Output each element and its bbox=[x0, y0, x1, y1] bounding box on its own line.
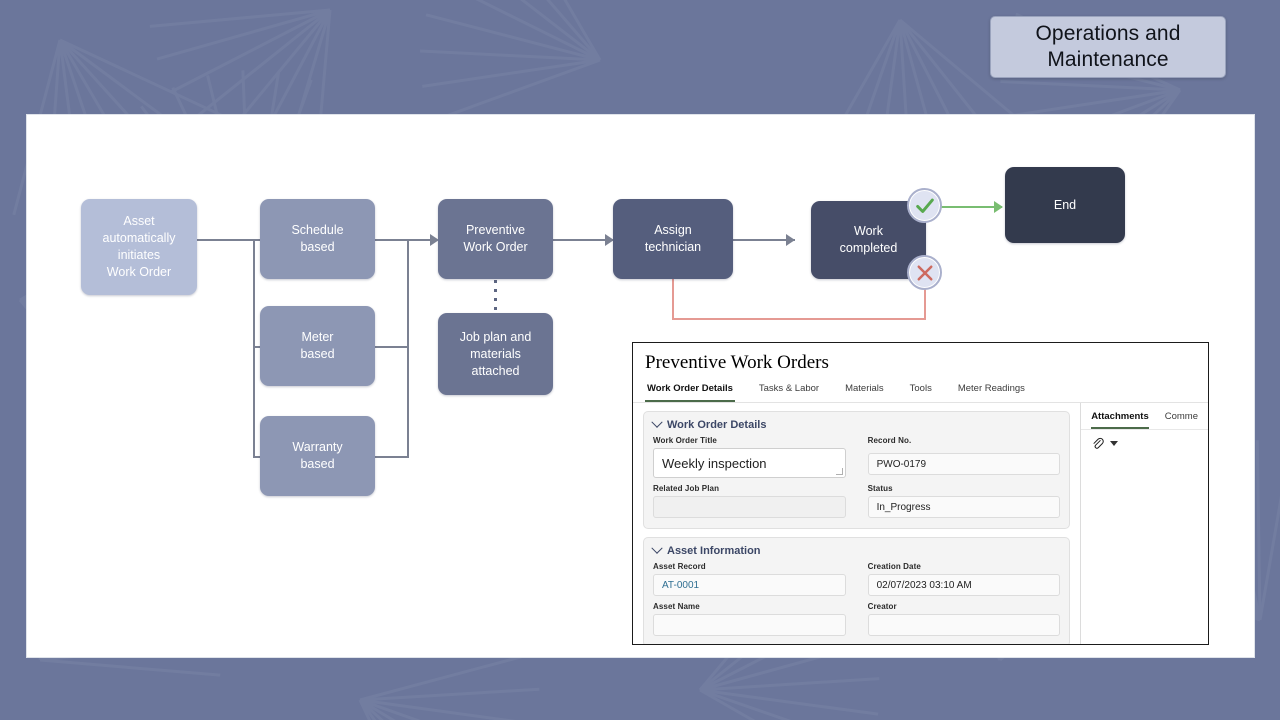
flow-node-meter-based[interactable]: Meter based bbox=[260, 306, 375, 386]
side-tab-comments[interactable]: Comme bbox=[1164, 411, 1198, 422]
connector-collector-vertical bbox=[407, 239, 409, 457]
section-work-order-details: Work Order Details Work Order Title Week… bbox=[643, 411, 1071, 529]
field-work-order-title: Work Order Title Weekly inspection bbox=[653, 436, 846, 478]
status-input[interactable]: In_Progress bbox=[867, 496, 1061, 518]
creator-input[interactable] bbox=[867, 614, 1061, 636]
section-asset-information: Asset Information Asset Record AT-0001 C… bbox=[643, 537, 1071, 644]
tab-work-order-details[interactable]: Work Order Details bbox=[645, 379, 735, 402]
chevron-down-icon bbox=[651, 542, 663, 554]
section-title: Work Order Details bbox=[667, 419, 767, 431]
record-no-input[interactable]: PWO-0179 bbox=[867, 453, 1061, 475]
field-creation-date: Creation Date 02/07/2023 03:10 AM bbox=[867, 562, 1061, 596]
tab-tasks-labor[interactable]: Tasks & Labor bbox=[758, 383, 820, 394]
field-label: Creator bbox=[867, 602, 897, 611]
connector-failure-horizontal bbox=[672, 318, 926, 320]
connector-schedule-to-collector bbox=[375, 239, 409, 241]
chevron-down-icon[interactable] bbox=[1110, 440, 1119, 446]
check-icon bbox=[915, 198, 934, 213]
section-header-work-order-details[interactable]: Work Order Details bbox=[651, 416, 1060, 431]
app-page-title: Preventive Work Orders bbox=[645, 352, 829, 373]
connector-failure-vertical-down bbox=[924, 287, 926, 320]
connector-preventive-to-assign bbox=[552, 239, 614, 241]
field-label: Record No. bbox=[867, 436, 912, 445]
status-failure-circle[interactable] bbox=[907, 255, 942, 290]
work-order-title-input[interactable]: Weekly inspection bbox=[653, 448, 846, 478]
connector-warranty-to-collector bbox=[375, 456, 409, 458]
side-tab-attachments[interactable]: Attachments bbox=[1091, 411, 1149, 429]
tab-tools[interactable]: Tools bbox=[909, 383, 932, 394]
field-asset-record: Asset Record AT-0001 bbox=[653, 562, 846, 596]
flow-node-preventive-work-order[interactable]: Preventive Work Order bbox=[438, 199, 553, 279]
arrow-to-assign bbox=[605, 234, 614, 246]
field-label: Asset Record bbox=[653, 562, 706, 571]
connector-meter-to-collector bbox=[375, 346, 409, 348]
field-related-job-plan: Related Job Plan bbox=[653, 484, 846, 518]
tab-materials[interactable]: Materials bbox=[845, 383, 884, 394]
flow-node-job-plan-materials[interactable]: Job plan and materials attached bbox=[438, 313, 553, 395]
flow-node-warranty-based[interactable]: Warranty based bbox=[260, 416, 375, 496]
asset-name-input[interactable] bbox=[653, 614, 846, 636]
field-label: Work Order Title bbox=[653, 436, 717, 445]
field-creator: Creator bbox=[867, 602, 1061, 636]
field-status: Status In_Progress bbox=[867, 484, 1061, 518]
field-label: Status bbox=[867, 484, 893, 493]
flow-node-work-completed[interactable]: Work completed bbox=[811, 201, 926, 279]
status-success-circle[interactable] bbox=[907, 188, 942, 223]
field-record-no: Record No. PWO-0179 bbox=[867, 436, 1061, 478]
tab-meter-readings[interactable]: Meter Readings bbox=[957, 383, 1025, 394]
chevron-down-icon bbox=[651, 416, 663, 428]
field-label: Creation Date bbox=[867, 562, 921, 571]
app-body: Work Order Details Work Order Title Week… bbox=[633, 403, 1208, 644]
connector-asset-to-trunk bbox=[197, 239, 255, 241]
field-asset-name: Asset Name bbox=[653, 602, 846, 636]
field-label: Related Job Plan bbox=[653, 484, 720, 493]
slide-title-pill: Operations and Maintenance bbox=[990, 16, 1226, 78]
arrow-to-work-completed bbox=[786, 234, 795, 246]
work-order-form-column: Work Order Details Work Order Title Week… bbox=[633, 403, 1080, 644]
related-job-plan-input[interactable] bbox=[653, 496, 846, 518]
attachments-toolbar bbox=[1081, 429, 1208, 456]
section-title: Asset Information bbox=[667, 545, 761, 557]
flow-node-asset-initiates[interactable]: Asset automatically initiates Work Order bbox=[81, 199, 197, 295]
side-panel-tab-bar: Attachments Comme bbox=[1081, 411, 1208, 429]
section-header-asset-information[interactable]: Asset Information bbox=[651, 542, 1060, 557]
flow-node-assign-technician[interactable]: Assign technician bbox=[613, 199, 733, 279]
creation-date-input[interactable]: 02/07/2023 03:10 AM bbox=[867, 574, 1061, 596]
arrow-to-preventive bbox=[430, 234, 439, 246]
side-panel: Attachments Comme bbox=[1080, 403, 1208, 644]
slide-canvas: Asset automatically initiates Work Order… bbox=[26, 114, 1255, 658]
cross-icon bbox=[917, 265, 932, 280]
connector-trunk-vertical bbox=[253, 239, 255, 457]
asset-record-input[interactable]: AT-0001 bbox=[653, 574, 846, 596]
paperclip-icon[interactable] bbox=[1091, 436, 1104, 450]
connector-failure-vertical-up bbox=[672, 272, 674, 320]
arrow-success-to-end bbox=[994, 201, 1003, 213]
flow-node-end[interactable]: End bbox=[1005, 167, 1125, 243]
flow-node-schedule-based[interactable]: Schedule based bbox=[260, 199, 375, 279]
connector-success-to-end bbox=[940, 206, 1002, 208]
app-screenshot-panel: Preventive Work Orders Work Order Detail… bbox=[632, 342, 1209, 645]
connector-preventive-to-jobplan-dotted bbox=[494, 280, 497, 318]
connector-collector-to-preventive bbox=[407, 239, 437, 241]
connector-assign-to-work bbox=[733, 239, 795, 241]
app-tab-bar: Work Order Details Tasks & Labor Materia… bbox=[633, 379, 1208, 403]
field-label: Asset Name bbox=[653, 602, 700, 611]
